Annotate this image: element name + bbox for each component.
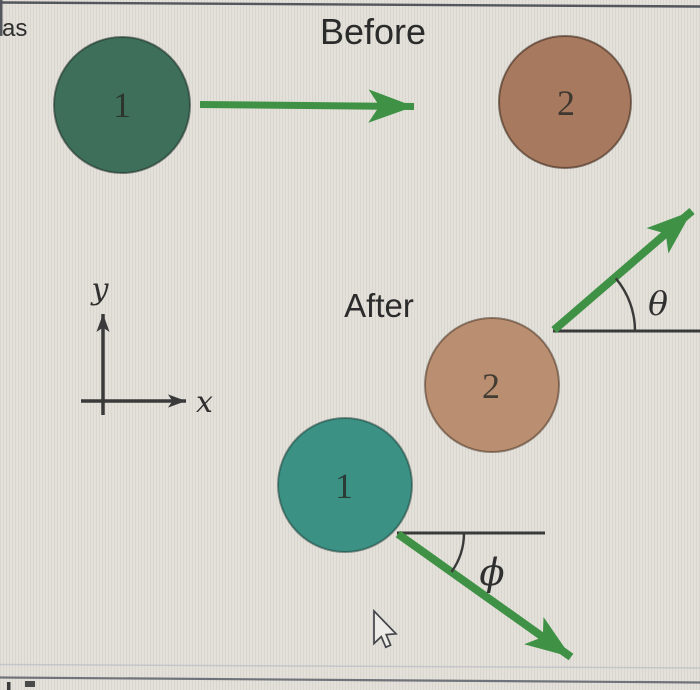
mouse-cursor-icon xyxy=(373,608,398,649)
ball1-before-label: 1 xyxy=(113,85,131,125)
before-title: Before xyxy=(320,11,426,52)
theta-angle-arc xyxy=(614,277,637,332)
ball2-after xyxy=(424,317,560,453)
theta-label: θ xyxy=(648,284,668,323)
y-axis-label: y xyxy=(90,272,110,307)
ball1-before xyxy=(53,36,191,174)
after-title: After xyxy=(344,287,414,324)
ball2-after-label: 2 xyxy=(482,366,500,406)
cutoff-text-fragment xyxy=(25,681,35,687)
ball1-initial-velocity-arrow xyxy=(199,89,415,123)
ball1-after-label: 1 xyxy=(335,466,353,506)
top-border-line xyxy=(0,1,700,8)
ball2-before xyxy=(498,35,632,169)
bottom-border-line xyxy=(0,676,700,684)
ball1-after xyxy=(277,417,413,553)
ball1-final-velocity-arrow xyxy=(395,530,574,661)
x-axis-label: x xyxy=(196,385,213,420)
ball2-final-velocity-arrow xyxy=(551,207,695,334)
bottom-faint-line xyxy=(0,663,700,669)
phi-angle-arc xyxy=(450,532,466,573)
partial-left-text: as xyxy=(2,15,27,42)
cutoff-text-fragment xyxy=(7,682,11,690)
phi-label: ϕ xyxy=(479,551,504,594)
ball2-before-label: 2 xyxy=(557,83,575,123)
